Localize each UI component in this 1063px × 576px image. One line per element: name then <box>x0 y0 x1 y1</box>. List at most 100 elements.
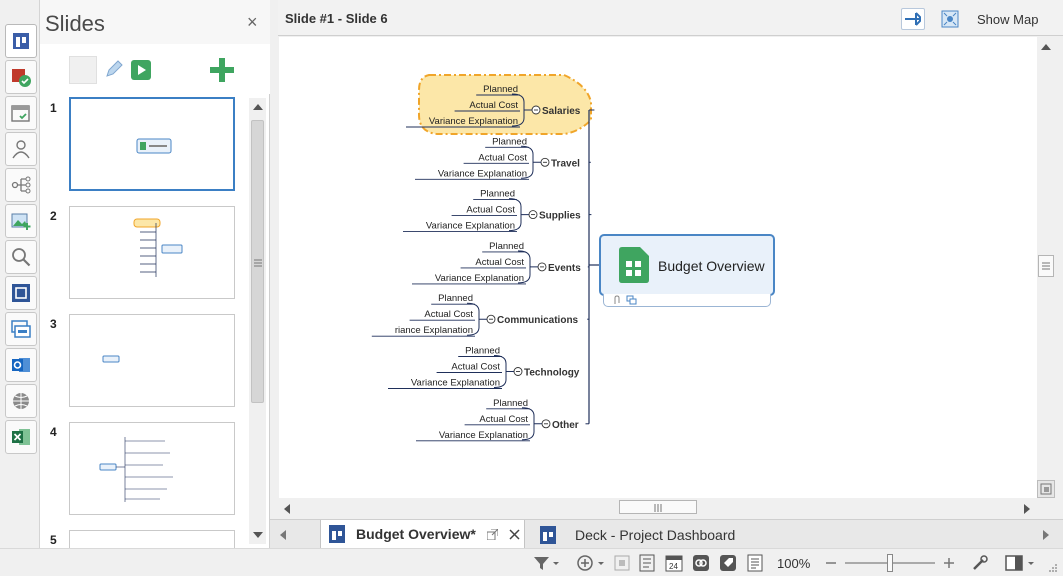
show-map-button[interactable]: Show Map <box>977 12 1039 27</box>
subtopic-label[interactable]: Planned <box>438 293 473 304</box>
slides-icon[interactable] <box>5 312 37 346</box>
subtopic-label[interactable]: Planned <box>465 346 500 357</box>
branch-label[interactable]: Other <box>552 420 579 431</box>
pin-icon[interactable] <box>901 8 925 30</box>
mindmap-file-icon <box>329 525 345 543</box>
fit-icon[interactable] <box>612 554 632 572</box>
globe-icon[interactable] <box>5 384 37 418</box>
slide-preview <box>99 437 173 502</box>
tab-label: Deck - Project Dashboard <box>575 526 736 543</box>
attachment-icon[interactable] <box>612 295 622 305</box>
tag-icon[interactable] <box>718 554 738 572</box>
tab-scroll-left-icon[interactable] <box>280 530 286 540</box>
zoom-slider-thumb[interactable] <box>887 554 893 572</box>
scroll-thumb[interactable] <box>619 500 697 514</box>
subtopic-label[interactable]: Variance Explanation <box>435 273 524 284</box>
subtopic-label[interactable]: Planned <box>492 136 527 147</box>
page-title: Slide #1 - Slide 6 <box>285 11 388 26</box>
filter-icon[interactable] <box>532 554 560 572</box>
excel-icon[interactable] <box>5 420 37 454</box>
scroll-left-icon[interactable] <box>284 504 290 514</box>
subtopic-label[interactable]: Planned <box>489 241 524 252</box>
branch-label[interactable]: Salaries <box>542 106 581 117</box>
horizontal-scrollbar[interactable] <box>279 498 1037 516</box>
zoom-slider-track[interactable] <box>845 554 935 572</box>
focus-icon[interactable] <box>5 276 37 310</box>
branch-label[interactable]: Events <box>548 263 581 274</box>
subtopic-label[interactable]: Variance Explanation <box>429 116 518 127</box>
branch-label[interactable]: Technology <box>524 368 580 379</box>
zoom-in-icon[interactable] <box>939 554 959 572</box>
branch-label[interactable]: Supplies <box>539 211 581 222</box>
central-topic[interactable]: Budget Overview <box>599 234 775 307</box>
scroll-down-icon[interactable] <box>253 532 263 538</box>
tab-label: Budget Overview* <box>356 526 476 542</box>
subtopic-label[interactable]: Planned <box>480 189 515 200</box>
slide-thumbnail[interactable] <box>69 422 235 515</box>
link-icon[interactable] <box>691 554 711 572</box>
subtopic-label[interactable]: Planned <box>483 84 518 95</box>
branch-icon[interactable] <box>5 168 37 202</box>
presentation-icon[interactable] <box>5 24 37 58</box>
fit-page-icon[interactable] <box>1037 480 1055 498</box>
tab-deck-project-dashboard[interactable]: Deck - Project Dashboard <box>532 520 737 549</box>
slide-thumbnail[interactable] <box>69 314 235 407</box>
subtopic-label[interactable]: Variance Explanation <box>411 378 500 389</box>
scroll-up-icon[interactable] <box>1041 44 1051 50</box>
edit-icon[interactable] <box>103 58 125 85</box>
subtopic-label[interactable]: Actual Cost <box>466 205 515 216</box>
scroll-right-icon[interactable] <box>1024 504 1030 514</box>
add-slide-icon[interactable] <box>208 56 236 89</box>
close-tab-icon[interactable] <box>509 529 520 540</box>
calendar-icon[interactable]: 24 <box>664 554 684 572</box>
search-icon[interactable] <box>5 240 37 274</box>
outline-icon[interactable] <box>637 554 657 572</box>
slides-title: Slides <box>45 11 105 36</box>
scroll-thumb[interactable] <box>251 120 264 403</box>
tab-budget-overview[interactable]: Budget Overview* <box>320 520 525 549</box>
zoom-out-icon[interactable] <box>821 554 841 572</box>
subtopic-label[interactable]: Variance Explanation <box>438 168 527 179</box>
add-topic-icon[interactable] <box>575 554 605 572</box>
calendar-icon[interactable] <box>5 96 37 130</box>
layout-icon[interactable] <box>1003 554 1037 572</box>
image-icon[interactable] <box>5 204 37 238</box>
play-icon[interactable] <box>130 59 152 86</box>
settings-icon[interactable] <box>971 554 991 572</box>
subtopic-label[interactable]: Actual Cost <box>451 362 500 373</box>
slide-thumbnail[interactable] <box>69 97 235 191</box>
link-icon[interactable] <box>626 295 638 305</box>
subtopic-label[interactable]: Actual Cost <box>469 100 518 111</box>
notes-icon[interactable] <box>745 554 765 572</box>
grip-icon <box>654 504 662 512</box>
map-icon[interactable] <box>938 8 962 30</box>
subtopic-label[interactable]: riance Explanation <box>395 325 473 336</box>
subtopic-label[interactable]: Actual Cost <box>475 257 524 268</box>
vertical-scrollbar[interactable] <box>1037 37 1055 498</box>
resize-grip-icon[interactable] <box>1048 563 1058 573</box>
left-toolbar <box>0 0 40 548</box>
scroll-thumb[interactable] <box>1038 255 1054 277</box>
scroll-up-icon[interactable] <box>253 104 263 110</box>
subtopic-label[interactable]: Actual Cost <box>424 309 473 320</box>
subtopic-label[interactable]: Variance Explanation <box>439 430 528 441</box>
slides-scrollbar[interactable] <box>249 98 266 544</box>
popout-icon[interactable] <box>487 529 498 540</box>
blank-slide-icon[interactable] <box>69 56 97 84</box>
status-bar: 24 100% <box>0 548 1063 576</box>
slide-thumbnail[interactable] <box>69 530 235 548</box>
outlook-icon[interactable] <box>5 348 37 382</box>
slide-thumbnail[interactable] <box>69 206 235 299</box>
branch-label[interactable]: Communications <box>497 315 579 326</box>
task-icon[interactable] <box>5 60 37 94</box>
subtopic-label[interactable]: Planned <box>493 398 528 409</box>
subtopic-label[interactable]: Actual Cost <box>478 152 527 163</box>
branch-label[interactable]: Travel <box>551 158 580 169</box>
close-icon[interactable]: × <box>247 12 258 32</box>
subtopic-label[interactable]: Variance Explanation <box>426 221 515 232</box>
subtopic-label[interactable]: Actual Cost <box>479 414 528 425</box>
slide-number: 5 <box>50 533 57 547</box>
person-icon[interactable] <box>5 132 37 166</box>
tab-scroll-right-icon[interactable] <box>1043 530 1049 540</box>
